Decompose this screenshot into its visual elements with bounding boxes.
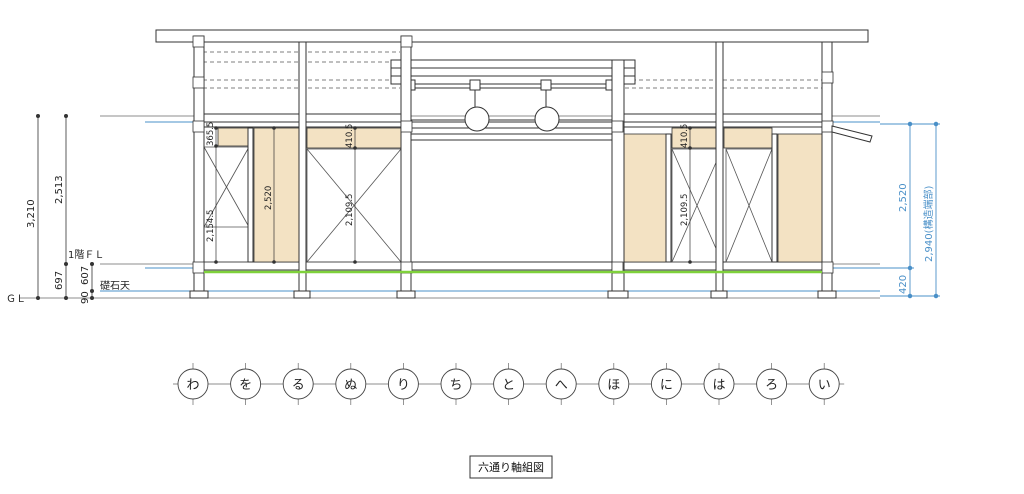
eave-strut bbox=[831, 125, 873, 143]
level-foundation-label: 礎石天 bbox=[100, 279, 130, 292]
left-dim-lines bbox=[36, 114, 95, 300]
grid-bubble: へ bbox=[545, 363, 577, 405]
grid-bubble-label: わ bbox=[186, 378, 199, 393]
grid-bubble-label: と bbox=[502, 378, 515, 393]
grid-bubble-circle bbox=[282, 368, 314, 400]
dim-stone-to-gl: 90 bbox=[80, 291, 91, 304]
grid-bubble-circle bbox=[493, 368, 525, 400]
grid-bubble: ほ bbox=[598, 363, 630, 405]
dim-a-opening: 2,154.5 bbox=[206, 210, 216, 242]
grid-bubble-label: ほ bbox=[607, 378, 620, 393]
grid-bubble-circle bbox=[440, 368, 472, 400]
grid-bubble: は bbox=[703, 363, 735, 405]
grid-bubble-circle bbox=[387, 368, 419, 400]
gate-truss bbox=[390, 59, 636, 141]
grid-bubble-circle bbox=[703, 368, 735, 400]
grid-bubble: わ bbox=[177, 363, 209, 405]
grid-bubble-circle bbox=[598, 368, 630, 400]
grid-bubble-label: へ bbox=[555, 378, 568, 393]
footings bbox=[189, 290, 837, 299]
grid-bubble: ぬ bbox=[335, 363, 367, 405]
wall-panel-b bbox=[253, 127, 301, 263]
truss-ring-left bbox=[464, 106, 490, 132]
truss-ring-right bbox=[534, 106, 560, 132]
dim-c-opening: 2,109.5 bbox=[345, 194, 355, 226]
grid-bubble-label: る bbox=[292, 378, 305, 393]
grid-bubble-circle bbox=[808, 368, 840, 400]
dim-left-total: 3,210 bbox=[26, 199, 37, 228]
roof-eave bbox=[155, 29, 869, 43]
grid-bubble: る bbox=[282, 363, 314, 405]
grid-bubble: を bbox=[230, 363, 262, 405]
grid-bubble: い bbox=[808, 363, 840, 405]
grid-bubble-circle bbox=[756, 368, 788, 400]
dim-right-upper: 2,520 bbox=[898, 183, 909, 212]
wall-panel-e bbox=[623, 133, 667, 263]
dim-d-opening: 2,109.5 bbox=[680, 194, 690, 226]
grid-bubble-circle bbox=[230, 368, 262, 400]
title-box bbox=[469, 455, 553, 479]
grid-bubble-circle bbox=[545, 368, 577, 400]
drawing-title: 六通り軸組図 bbox=[478, 460, 544, 474]
grid-bubble: り bbox=[387, 363, 419, 405]
right-dim-lines bbox=[880, 121, 940, 299]
dim-floor-to-stone: 607 bbox=[80, 266, 91, 285]
inner-dim-ticks bbox=[214, 126, 692, 264]
grid-bubble-label: に bbox=[660, 378, 673, 393]
dim-left-lower: 697 bbox=[54, 271, 65, 290]
wall-panels bbox=[217, 127, 823, 263]
grid-bubble: と bbox=[493, 363, 525, 405]
grid-bubble-circle bbox=[650, 368, 682, 400]
grid-bubble-circle bbox=[335, 368, 367, 400]
grid-bubble-label: ぬ bbox=[344, 378, 357, 393]
dim-c-top: 410.5 bbox=[345, 124, 355, 148]
posts bbox=[193, 35, 833, 293]
dim-right-total: 2,940(構造端部) bbox=[922, 185, 935, 262]
grid-bubble-circle bbox=[177, 368, 209, 400]
dim-left-upper: 2,513 bbox=[54, 175, 65, 204]
dim-b-wall: 2,520 bbox=[264, 186, 274, 210]
grid-bubble-label: は bbox=[712, 378, 725, 393]
dim-a-top: 365.5 bbox=[206, 122, 216, 146]
joint-markers bbox=[192, 35, 834, 274]
dim-right-lower: 420 bbox=[898, 275, 909, 294]
grid-bubble-label: を bbox=[239, 378, 252, 393]
grid-bubble: ち bbox=[440, 363, 472, 405]
wall-panel-g bbox=[777, 133, 823, 263]
grid-bubble-label: い bbox=[818, 378, 831, 393]
dim-d-top: 410.5 bbox=[680, 124, 690, 148]
grid-bubble-label: ろ bbox=[765, 378, 778, 393]
grid-bubble: に bbox=[650, 363, 682, 405]
grid-bubble-label: り bbox=[397, 378, 410, 393]
wall-panel-a-top bbox=[217, 127, 249, 147]
level-ground-label: ＧＬ bbox=[6, 294, 26, 305]
level-floor-label: 1階ＦＬ bbox=[68, 249, 104, 261]
grid-bubble: ろ bbox=[756, 363, 788, 405]
braced-openings bbox=[203, 146, 773, 263]
grid-axis-row: わをるぬりちとへほにはろい bbox=[173, 363, 845, 405]
grid-bubble-label: ち bbox=[449, 378, 462, 393]
wall-panel-f-top bbox=[723, 127, 773, 149]
inner-dim-lines bbox=[215, 128, 691, 262]
